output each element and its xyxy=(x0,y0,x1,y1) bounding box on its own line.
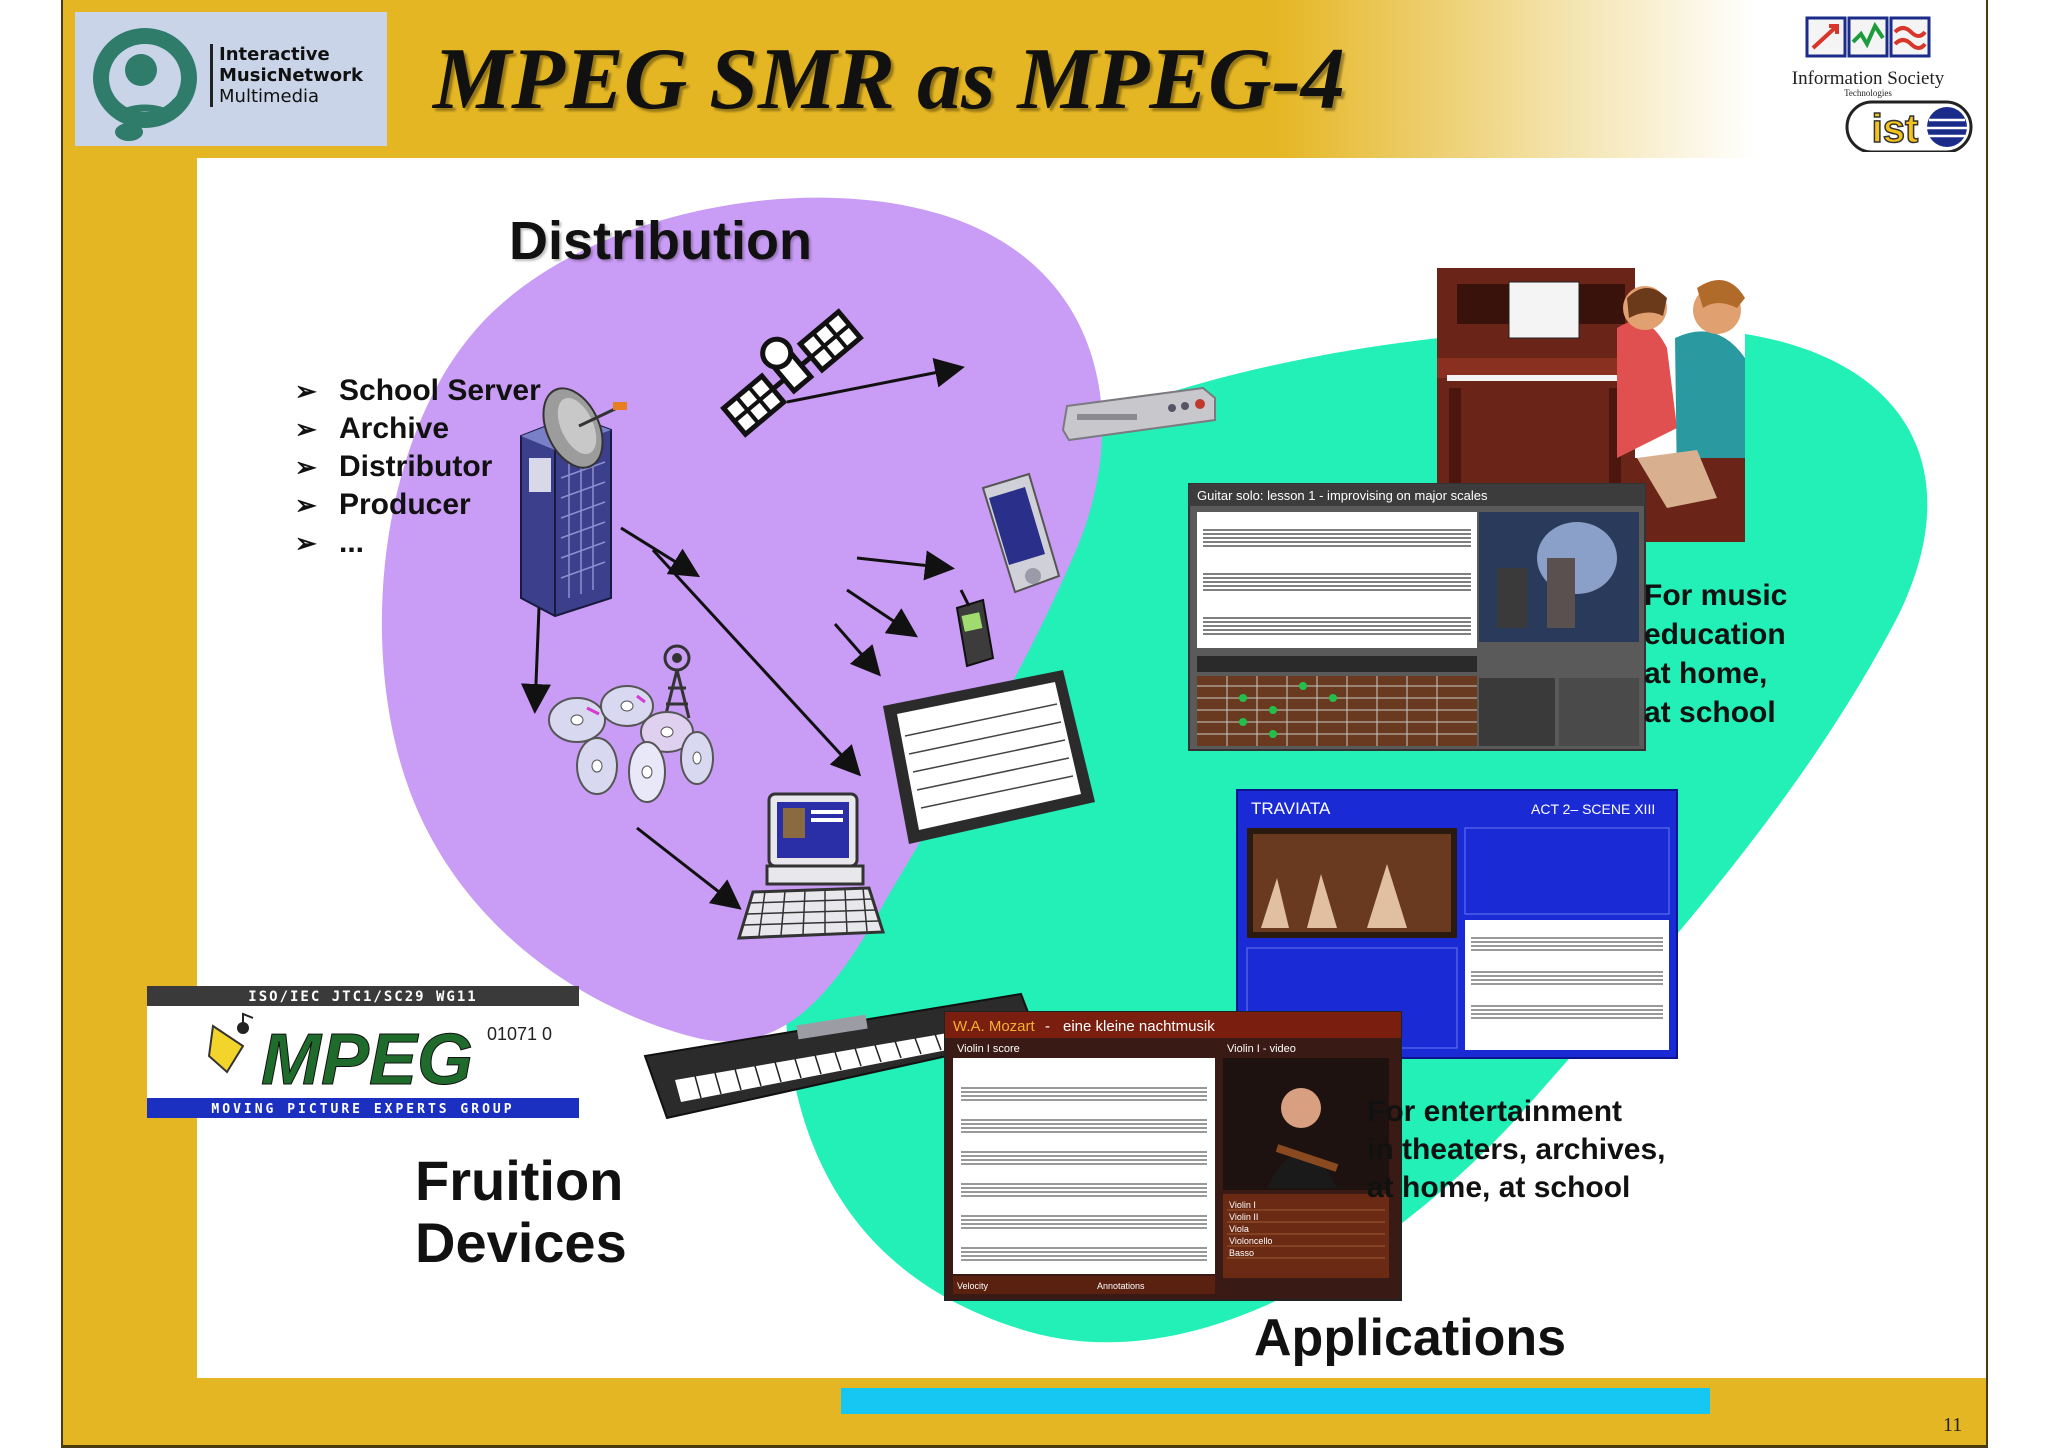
music-line-4: at school xyxy=(1644,696,1776,729)
mozart-video-label: Violin I - video xyxy=(1227,1043,1296,1055)
entertainment-line-1: For entertainment xyxy=(1367,1095,1623,1128)
ist-subtext: Technologies xyxy=(1844,88,1892,98)
distribution-diagram: Guitar solo: lesson 1 - improvising on m… xyxy=(381,197,1928,1343)
fruition-devices-label: Fruition Devices xyxy=(415,1150,627,1274)
imn-logo-text: Interactive MusicNetwork Multimedia xyxy=(210,44,363,107)
cd-stack-icon xyxy=(548,685,714,803)
music-line-2: education xyxy=(1644,618,1786,651)
ist-logo-icon: Information Society Technologies ist xyxy=(1792,16,1973,152)
music-line-3: at home, xyxy=(1644,657,1768,690)
list-item: ➢ School Server xyxy=(295,372,541,410)
satellite-dish-icon xyxy=(542,387,627,469)
page-number: 11 xyxy=(1943,1414,1963,1436)
slide-frame: Interactive MusicNetwork Multimedia MPEG… xyxy=(61,0,1988,1448)
imn-line-3: Multimedia xyxy=(219,86,320,107)
desktop-computer-icon xyxy=(736,792,886,940)
guitar-lesson-screen: Guitar solo: lesson 1 - improvising on m… xyxy=(1188,483,1646,751)
mozart-part-3: Viola xyxy=(1229,1224,1249,1234)
distribution-title: Distribution xyxy=(509,211,812,271)
traviata-screen: TRAVIATA ACT 2– SCENE XIII xyxy=(1236,789,1678,1059)
music-education-text: For music education at home, at school xyxy=(1644,576,1787,732)
bullet-arrow-icon: ➢ xyxy=(295,490,317,520)
guitar-screen-title: Guitar solo: lesson 1 - improvising on m… xyxy=(1197,488,1488,503)
mozart-score-label: Violin I score xyxy=(957,1043,1020,1055)
list-item: ➢ Distributor xyxy=(295,448,541,486)
slide-header: Interactive MusicNetwork Multimedia MPEG… xyxy=(63,0,1986,158)
applications-title: Applications xyxy=(1254,1309,1567,1367)
entertainment-text: For entertainment in theaters, archives,… xyxy=(1367,1093,1665,1207)
mozart-dash: - xyxy=(1045,1018,1050,1035)
imn-line-2: MusicNetwork xyxy=(219,65,363,86)
music-keyboard-icon xyxy=(643,992,1039,1120)
mozart-composer: W.A. Mozart xyxy=(953,1018,1036,1035)
set-top-box-icon xyxy=(1061,386,1216,442)
mpeg-top-text: ISO/IEC JTC1/SC29 WG11 xyxy=(248,989,477,1005)
mozart-annotations: Annotations xyxy=(1097,1281,1145,1291)
list-item: ➢ Producer xyxy=(295,486,541,524)
mozart-part-1: Violin I xyxy=(1229,1200,1256,1210)
distribution-list: ➢ School Server ➢ Archive ➢ Distributor ➢ Pr… xyxy=(295,372,541,562)
ist-mark: ist xyxy=(1872,107,1919,151)
mpeg-logo: ISO/IEC JTC1/SC29 WG11 MPEG 01071 0 MOVI… xyxy=(147,986,579,1118)
imn-logo-icon xyxy=(93,28,197,141)
list-item-label: Producer xyxy=(339,488,471,521)
list-item: ➢ Archive xyxy=(295,410,541,448)
mpeg-bottom-text: MOVING PICTURE EXPERTS GROUP xyxy=(211,1102,514,1117)
mobile-phone-icon xyxy=(955,589,995,668)
traviata-act: ACT 2– SCENE XIII xyxy=(1531,801,1655,817)
antenna-icon xyxy=(663,644,691,719)
slide-title: MPEG SMR as MPEG-4 xyxy=(433,31,1345,128)
list-item-label: ... xyxy=(339,526,365,559)
list-item-label: Distributor xyxy=(339,450,493,483)
mozart-velocity: Velocity xyxy=(957,1281,989,1291)
fruition-line-2: Devices xyxy=(415,1211,627,1274)
mpeg-mark: MPEG xyxy=(261,1020,473,1100)
mozart-part-2: Violin II xyxy=(1229,1212,1258,1222)
bullet-arrow-icon: ➢ xyxy=(295,528,317,558)
traviata-title: TRAVIATA xyxy=(1251,799,1331,818)
tablet-score-icon xyxy=(883,670,1095,844)
distribution-arrows xyxy=(520,357,965,910)
music-line-1: For music xyxy=(1644,579,1788,612)
bullet-arrow-icon: ➢ xyxy=(295,414,317,444)
list-item: ➢... xyxy=(295,524,541,562)
imn-line-1: Interactive xyxy=(219,44,330,65)
slide-content: Guitar solo: lesson 1 - improvising on m… xyxy=(197,158,1986,1378)
list-item-label: Archive xyxy=(339,412,450,445)
pda-icon xyxy=(981,472,1061,594)
mozart-work: eine kleine nachtmusik xyxy=(1063,1018,1215,1035)
imn-logo-box: Interactive MusicNetwork Multimedia xyxy=(75,12,387,146)
bullet-arrow-icon: ➢ xyxy=(295,452,317,482)
mozart-part-5: Basso xyxy=(1229,1248,1254,1258)
accent-bar xyxy=(841,1388,1710,1414)
fruition-line-1: Fruition xyxy=(415,1149,624,1212)
satellite-icon xyxy=(720,308,864,438)
ist-text: Information Society xyxy=(1792,68,1945,89)
mozart-part-4: Violoncello xyxy=(1229,1236,1272,1246)
entertainment-line-2: in theaters, archives, xyxy=(1367,1133,1666,1166)
bullet-arrow-icon: ➢ xyxy=(295,376,317,406)
mozart-screen: W.A. Mozart - eine kleine nachtmusik Vio… xyxy=(944,1011,1402,1301)
mpeg-bits: 01071 0 xyxy=(487,1024,552,1044)
list-item-label: School Server xyxy=(339,374,541,407)
entertainment-line-3: at home, at school xyxy=(1367,1171,1631,1204)
